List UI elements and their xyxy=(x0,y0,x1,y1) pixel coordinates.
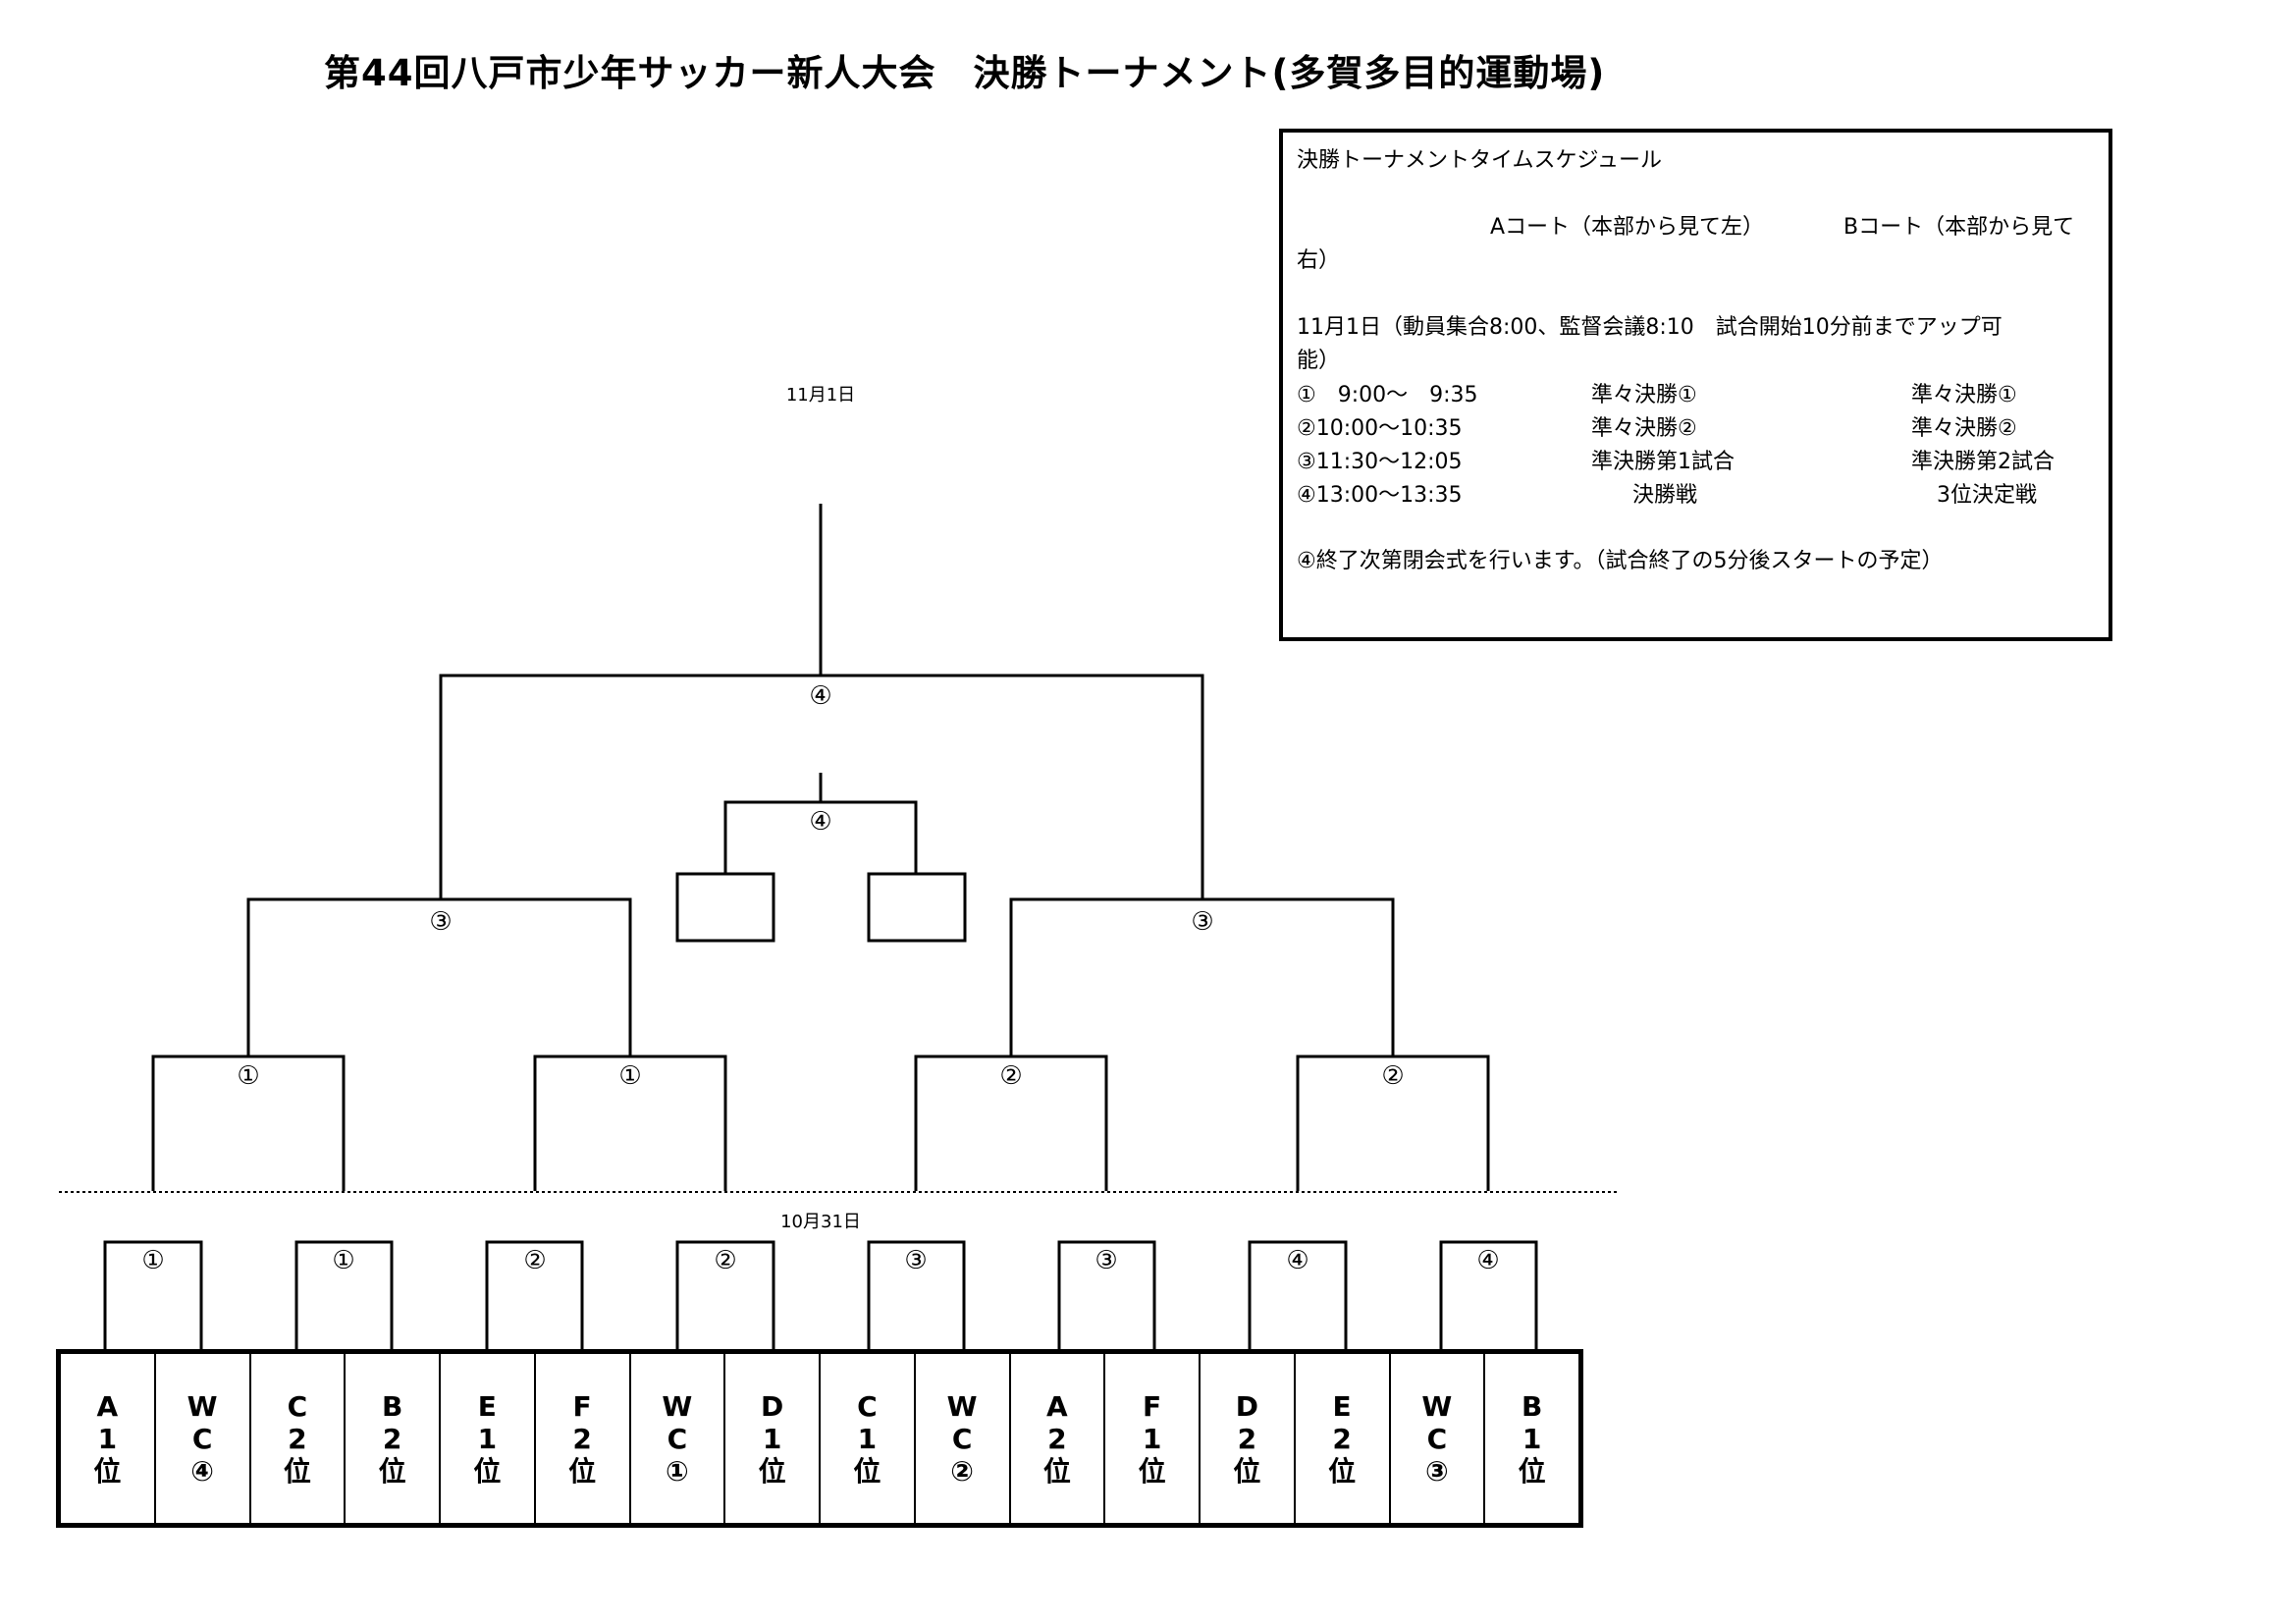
third-place-box-right xyxy=(867,872,967,943)
round1-match-label: ① xyxy=(332,1246,355,1275)
semifinal-match-label: ③ xyxy=(429,907,453,937)
slot-court-b: 3位決定戦 xyxy=(1937,483,2037,508)
round1-bracket xyxy=(1248,1240,1348,1349)
final-bracket xyxy=(439,674,1204,899)
third-place-box-left xyxy=(675,872,775,943)
schedule-heading: 決勝トーナメントタイムスケジュール xyxy=(1297,148,1663,173)
quarterfinal-bracket xyxy=(1296,1055,1490,1191)
round1-match-label: ③ xyxy=(1095,1246,1118,1275)
slot-court-b: 準々決勝② xyxy=(1911,416,2017,441)
quarterfinal-bracket xyxy=(533,1055,727,1191)
quarterfinal-match-label: ① xyxy=(618,1061,642,1091)
slot-court-a: 準決勝第1試合 xyxy=(1591,450,1735,474)
quarterfinal-match-label: ② xyxy=(999,1061,1023,1091)
day-info-wrap: 能） xyxy=(1297,349,1341,373)
round1-bracket xyxy=(1439,1240,1538,1349)
court-a-label: Aコート（本部から見て左） xyxy=(1490,215,1765,240)
day-info: 11月1日（動員集合8:00、監督会議8:10 試合開始10分前までアップ可 xyxy=(1297,315,2002,340)
schedule-note: ④終了次第閉会式を行います。（試合終了の5分後スタートの予定） xyxy=(1297,549,1944,573)
slot-time: ④13:00〜13:35 xyxy=(1297,483,1463,508)
final-match-label: ④ xyxy=(809,681,832,711)
slot-time: ②10:00〜10:35 xyxy=(1297,416,1463,441)
slot-court-b: 準々決勝① xyxy=(1911,383,2017,407)
third-place-bracket xyxy=(723,800,918,874)
round1-match-label: ① xyxy=(141,1246,165,1275)
quarterfinal-bracket xyxy=(914,1055,1108,1191)
round1-match-label: ② xyxy=(714,1246,737,1275)
round1-bracket xyxy=(103,1240,203,1349)
semifinal-match-label: ③ xyxy=(1191,907,1214,937)
date-day1: 10月31日 xyxy=(780,1212,861,1232)
quarterfinal-match-label: ① xyxy=(237,1061,260,1091)
round1-match-label: ④ xyxy=(1286,1246,1309,1275)
round1-bracket xyxy=(485,1240,584,1349)
date-day2: 11月1日 xyxy=(785,385,856,406)
slot-time: ③11:30〜12:05 xyxy=(1297,450,1463,474)
round1-bracket xyxy=(294,1240,394,1349)
court-b-label-wrap: 右） xyxy=(1297,248,1341,273)
page-title: 第44回八戸市少年サッカー新人大会 決勝トーナメント(多賀多目的運動場) xyxy=(324,52,1606,94)
round1-bracket xyxy=(867,1240,966,1349)
third-place-match-label: ④ xyxy=(809,807,832,837)
slot-court-a: 決勝戦 xyxy=(1632,483,1698,508)
round1-match-label: ③ xyxy=(904,1246,928,1275)
schedule-box: 決勝トーナメントタイムスケジュール Aコート（本部から見て左） Bコート（本部か… xyxy=(1279,129,2112,641)
semifinal-bracket-right xyxy=(1009,897,1395,1056)
slot-court-a: 準々決勝① xyxy=(1591,383,1697,407)
round1-match-label: ④ xyxy=(1476,1246,1500,1275)
round1-bracket xyxy=(1057,1240,1156,1349)
quarterfinal-bracket xyxy=(151,1055,346,1191)
round1-match-label: ② xyxy=(523,1246,547,1275)
slot-court-a: 準々決勝② xyxy=(1591,416,1697,441)
court-b-label: Bコート（本部から見て xyxy=(1843,215,2075,240)
slot-time: ① 9:00〜 9:35 xyxy=(1297,383,1478,407)
slot-court-b: 準決勝第2試合 xyxy=(1911,450,2055,474)
round1-bracket xyxy=(675,1240,775,1349)
quarterfinal-match-label: ② xyxy=(1381,1061,1405,1091)
